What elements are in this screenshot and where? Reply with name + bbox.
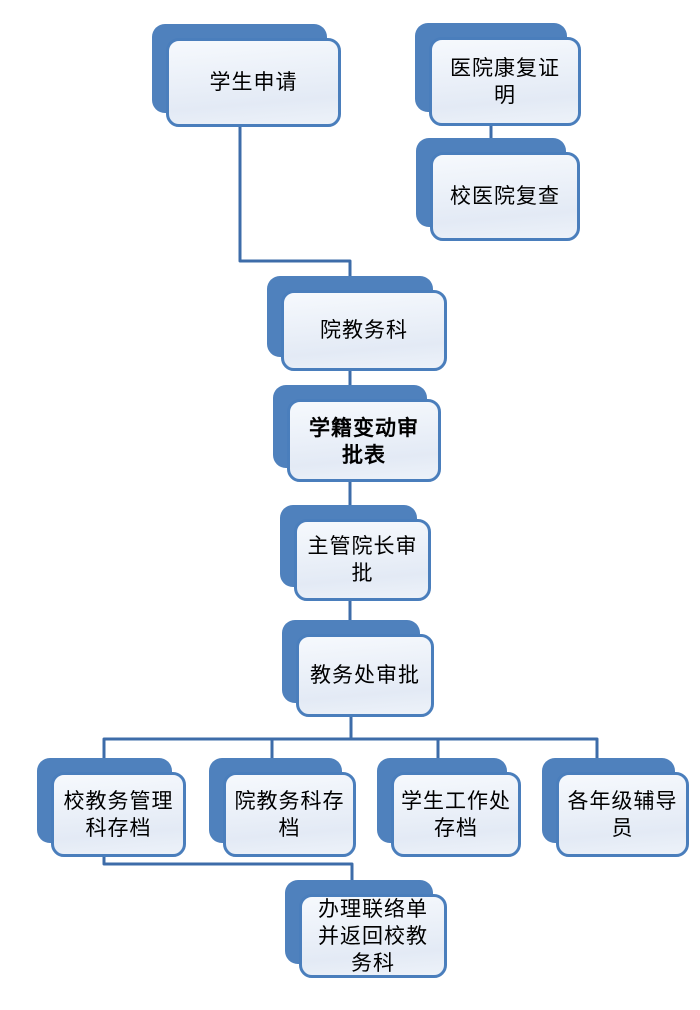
node-face: 院教务科存 档 <box>223 772 356 857</box>
flow-node-student-application: 学生申请 <box>152 24 341 127</box>
flow-node-liaison-form-return: 办理联络单 并返回校教 务科 <box>285 880 447 978</box>
flow-node-college-academic-office: 院教务科 <box>267 276 447 371</box>
flow-node-hospital-recovery-certificate: 医院康复证 明 <box>415 23 581 126</box>
flow-node-label: 学生工作处 存档 <box>401 788 511 840</box>
flow-node-academic-affairs-office-approval: 教务处审批 <box>282 620 434 717</box>
flow-node-label: 校教务管理 科存档 <box>63 788 174 840</box>
flow-node-label: 院教务科 <box>320 318 408 342</box>
node-face: 校医院复查 <box>430 152 580 241</box>
flow-node-dean-approval: 主管院长审 批 <box>280 505 431 601</box>
flow-node-label: 校医院复查 <box>450 184 560 208</box>
flow-node-label: 院教务科存 档 <box>234 788 345 840</box>
node-face: 学生工作处 存档 <box>391 772 521 857</box>
flow-node-label: 各年级辅导 员 <box>567 788 678 840</box>
connector-branch-rail <box>102 737 599 758</box>
connector-student-to-college-office <box>238 113 352 278</box>
node-face: 医院康复证 明 <box>429 37 581 126</box>
node-face: 院教务科 <box>281 290 447 371</box>
flow-node-label: 办理联络单 并返回校教 务科 <box>318 896 428 975</box>
flow-node-student-affairs-office-archive: 学生工作处 存档 <box>377 758 521 857</box>
flow-node-label: 主管院长审 批 <box>307 534 418 585</box>
flow-node-status-change-approval-form: 学籍变动审 批表 <box>273 385 441 482</box>
node-face: 学生申请 <box>166 38 341 127</box>
node-face: 各年级辅导 员 <box>556 772 689 857</box>
flow-node-label: 医院康复证 明 <box>450 55 560 107</box>
node-face: 教务处审批 <box>296 634 434 717</box>
flow-node-school-academic-management-archive: 校教务管理 科存档 <box>37 758 186 857</box>
node-face: 主管院长审 批 <box>294 519 431 601</box>
node-face: 学籍变动审 批表 <box>287 399 441 482</box>
flow-node-label: 学籍变动审 批表 <box>309 414 419 467</box>
node-face: 校教务管理 科存档 <box>51 772 186 857</box>
flow-node-grade-counselors: 各年级辅导 员 <box>542 758 689 857</box>
flow-node-label: 学生申请 <box>209 70 298 94</box>
flow-node-label: 教务处审批 <box>310 663 420 687</box>
flow-node-school-hospital-recheck: 校医院复查 <box>416 138 580 241</box>
node-face: 办理联络单 并返回校教 务科 <box>299 894 447 978</box>
flow-node-college-academic-office-archive: 院教务科存 档 <box>209 758 356 857</box>
